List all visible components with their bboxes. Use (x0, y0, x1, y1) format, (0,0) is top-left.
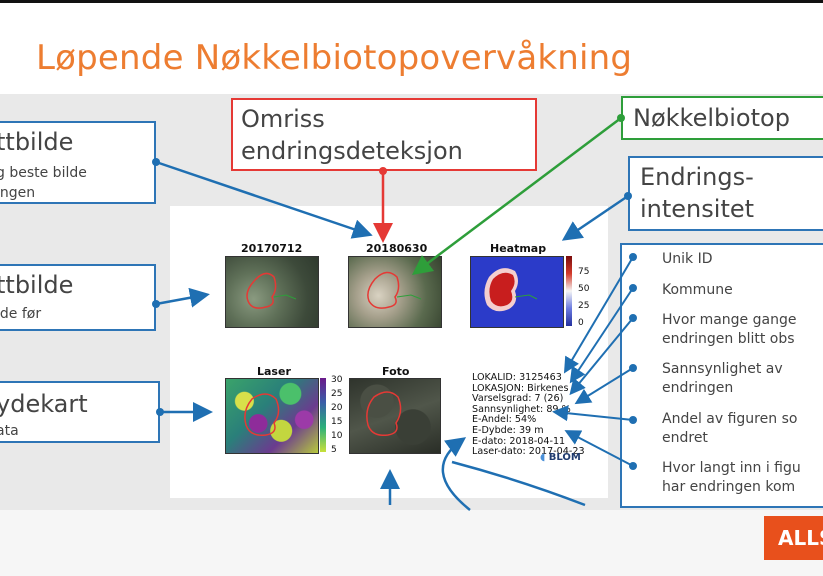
heatmap-colorbar-tick: 50 (578, 284, 590, 294)
slide-title: Løpende Nøkkelbiotopovervåkning (36, 38, 633, 78)
left-box-line: ata (0, 423, 19, 439)
change-intensity-line: Endrings- (640, 163, 754, 191)
change-outline-line: Omriss (241, 105, 325, 133)
image-title-2017: 20170712 (241, 242, 303, 255)
heatmap-colorbar-tick: 75 (578, 267, 590, 277)
blom-logo: ◖ BLOM (540, 452, 581, 463)
laser-colorbar-tick: 30 (331, 375, 343, 385)
left-box-height-map: ydekart ata (0, 381, 160, 443)
image-title-heatmap: Heatmap (490, 242, 547, 255)
figure-info-text: LOKALID: 3125463 LOKASJON: Birkenes Vars… (472, 372, 585, 458)
laser-colorbar-tick: 25 (331, 389, 343, 399)
laser-change-outline (244, 393, 280, 437)
photo-change-outline (366, 391, 402, 437)
change-outline-2018 (367, 271, 422, 309)
change-outline-2017 (246, 272, 297, 309)
blom-logo-icon: ◖ (540, 452, 546, 463)
heatmap-hotspot (484, 268, 538, 312)
change-outline-box: Omriss endringsdeteksjon (231, 98, 537, 171)
heatmap-colorbar-tick: 0 (578, 318, 584, 328)
change-intensity-line: intensitet (640, 195, 755, 223)
slide-footer (0, 510, 823, 576)
laser-colorbar (320, 378, 326, 452)
change-outline-line: endringsdeteksjon (241, 137, 463, 165)
image-title-photo: Foto (382, 365, 410, 378)
laser-image (225, 378, 319, 454)
left-box-title: ttbilde (0, 128, 74, 156)
laser-colorbar-tick: 10 (331, 431, 343, 441)
attribute-list-item: Unik ID (662, 251, 713, 267)
photo-image (349, 378, 441, 454)
attribute-list-item: Kommune (662, 282, 733, 298)
heatmap-image (470, 256, 564, 328)
left-box-line: g beste bilde (0, 165, 87, 181)
key-biotope-label: Nøkkelbiotop (633, 104, 790, 132)
left-box-line: ingen (0, 185, 36, 201)
company-logo: ALLS (764, 516, 823, 560)
laser-colorbar-tick: 20 (331, 403, 343, 413)
laser-colorbar-tick: 5 (331, 445, 337, 455)
image-title-2018: 20180630 (366, 242, 428, 255)
aerial-image-2018 (348, 256, 442, 328)
heatmap-colorbar (566, 256, 572, 326)
attribute-list-box (620, 243, 823, 508)
image-title-laser: Laser (257, 365, 291, 378)
left-box-title: ydekart (0, 390, 88, 418)
top-border (0, 0, 823, 3)
aerial-image-2017 (225, 256, 319, 328)
laser-colorbar-tick: 15 (331, 417, 343, 427)
heatmap-colorbar-tick: 25 (578, 301, 590, 311)
key-biotope-box: Nøkkelbiotop (621, 96, 823, 140)
left-box-current-image: ttbilde g beste bilde ingen (0, 121, 156, 204)
left-box-title: ttbilde (0, 271, 74, 299)
left-box-line: lde før (0, 306, 42, 322)
change-intensity-box: Endrings- intensitet (628, 156, 823, 231)
left-box-previous-image: ttbilde lde før (0, 264, 156, 331)
